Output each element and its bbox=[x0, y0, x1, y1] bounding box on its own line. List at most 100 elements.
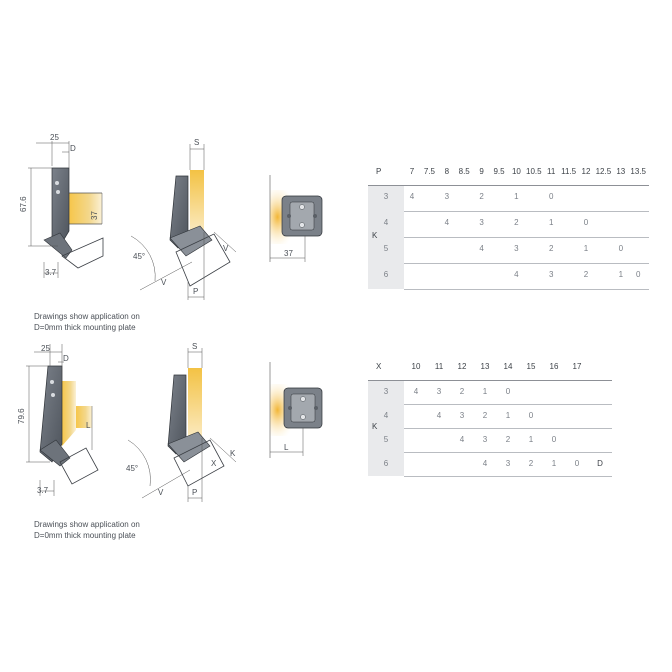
table-cell: 0 bbox=[551, 435, 557, 444]
hinge-cup bbox=[51, 167, 70, 247]
side-k-label: K bbox=[372, 422, 378, 431]
door-outline bbox=[175, 233, 231, 287]
table-cell: 0 bbox=[583, 218, 589, 227]
table-cell: 4 bbox=[482, 459, 488, 468]
table-cell: 2 bbox=[479, 192, 484, 201]
row-label: 4 bbox=[383, 411, 389, 420]
dim-x-label: X bbox=[211, 459, 217, 468]
row-rule bbox=[404, 404, 612, 405]
table-cell: 3 bbox=[436, 387, 442, 396]
column-header: 9.5 bbox=[493, 167, 505, 176]
row-label: 6 bbox=[383, 459, 389, 468]
header-rule bbox=[368, 380, 612, 381]
dim-d-label: D bbox=[70, 144, 76, 153]
header-rule bbox=[368, 185, 649, 186]
top-open-view-drawing: S 45° V P V bbox=[130, 138, 237, 300]
row-rule bbox=[404, 211, 649, 212]
row-rule bbox=[404, 237, 649, 238]
column-header: 10.5 bbox=[526, 167, 542, 176]
column-header: 11 bbox=[547, 167, 556, 176]
row-label: 5 bbox=[383, 435, 389, 444]
table-cell: 1 bbox=[548, 218, 554, 227]
table-cell: 2 bbox=[583, 270, 589, 279]
dim-v-label: V bbox=[158, 488, 164, 497]
table-cell: 1 bbox=[618, 270, 624, 279]
cabinet-side-panel bbox=[62, 381, 76, 446]
table-cell: 2 bbox=[459, 387, 465, 396]
table-cell: 1 bbox=[482, 387, 488, 396]
column-header: 8 bbox=[444, 167, 450, 176]
table-key-label: X bbox=[376, 362, 382, 371]
row-label: 5 bbox=[383, 244, 389, 253]
top-caption-line2: D=0mm thick mounting plate bbox=[34, 323, 136, 332]
table-cell: 1 bbox=[551, 459, 557, 468]
door-outline bbox=[173, 439, 225, 487]
table-cell: 4 bbox=[409, 192, 415, 201]
row-label: 3 bbox=[383, 192, 389, 201]
row-rule bbox=[404, 476, 612, 477]
row-label-column bbox=[368, 185, 404, 289]
table-cell: 3 bbox=[479, 218, 484, 227]
dim-v-right-label: V bbox=[223, 244, 229, 253]
row-rule bbox=[404, 428, 612, 429]
column-header: 14 bbox=[503, 362, 513, 371]
dim-k-label: K bbox=[230, 449, 236, 458]
row-label: 4 bbox=[383, 218, 389, 227]
row-rule bbox=[404, 289, 649, 290]
row-label-column bbox=[368, 380, 404, 476]
cabinet-side-panel bbox=[190, 170, 204, 232]
dim-37-label: 37 bbox=[90, 211, 99, 220]
table-cell: 0 bbox=[635, 270, 641, 279]
column-header: 10 bbox=[511, 167, 521, 176]
cabinet-side-panel bbox=[69, 193, 102, 224]
dim-l-label: L bbox=[86, 421, 91, 430]
top-side-view-drawing: 25 D 67.6 37 3.7 bbox=[19, 133, 104, 278]
column-header: 12 bbox=[457, 362, 467, 371]
row-label: 3 bbox=[383, 387, 389, 396]
dim-37-base-label: 37 bbox=[284, 249, 293, 258]
dim-p-label: P bbox=[192, 488, 197, 497]
bottom-caption-line2: D=0mm thick mounting plate bbox=[34, 531, 136, 540]
table-cell: 4 bbox=[459, 435, 465, 444]
column-header: 16 bbox=[549, 362, 559, 371]
cabinet-side-panel bbox=[188, 368, 202, 438]
row-label: 6 bbox=[383, 270, 389, 279]
top-caption-line1: Drawings show application on bbox=[34, 312, 140, 321]
column-header: 8.5 bbox=[458, 167, 470, 176]
dim-67-label: 67.6 bbox=[19, 196, 28, 212]
dim-3-7-label: 3.7 bbox=[37, 486, 49, 495]
dim-s-label: S bbox=[194, 138, 199, 147]
column-header: 13.5 bbox=[630, 167, 646, 176]
table-cell: 1 bbox=[514, 192, 519, 201]
column-header: 13 bbox=[480, 362, 490, 371]
dim-25-label: 25 bbox=[41, 344, 50, 353]
table-cell: 4 bbox=[413, 387, 419, 396]
hinge-arm bbox=[43, 232, 73, 259]
angle-45-label: 45° bbox=[133, 252, 145, 261]
table-cell: 0 bbox=[505, 387, 511, 396]
dim-d-label: D bbox=[63, 354, 69, 363]
table-cell: 2 bbox=[505, 435, 511, 444]
angle-45-label: 45° bbox=[126, 464, 138, 473]
side-k-label: K bbox=[372, 231, 378, 240]
table-cell: 4 bbox=[479, 244, 484, 253]
dim-l-base-label: L bbox=[284, 443, 289, 452]
table-cell: 1 bbox=[583, 244, 589, 253]
table-cell: 3 bbox=[459, 411, 465, 420]
table-cell: 3 bbox=[514, 244, 519, 253]
dim-s-label: S bbox=[192, 342, 197, 351]
table-cell: 2 bbox=[482, 411, 488, 420]
dim-p-label: P bbox=[193, 287, 198, 296]
top-caption: Drawings show application on D=0mm thick… bbox=[34, 311, 184, 333]
dim-79-label: 79.6 bbox=[17, 408, 26, 424]
column-header: 17 bbox=[572, 362, 582, 371]
hinge-arm bbox=[39, 439, 71, 467]
column-header: 10 bbox=[411, 362, 421, 371]
column-header: 12.5 bbox=[595, 167, 612, 176]
table-cell: 0 bbox=[574, 459, 580, 468]
table-cell: 0 bbox=[618, 244, 624, 253]
table-cell: 4 bbox=[514, 270, 519, 279]
table-cell: 4 bbox=[436, 411, 442, 420]
